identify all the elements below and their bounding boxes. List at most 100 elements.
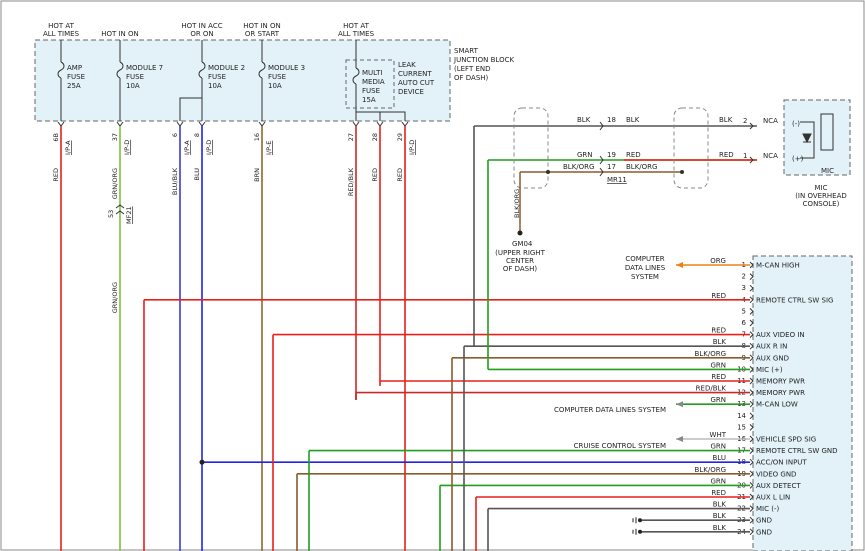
module2-fuse-label-2: FUSE [208,73,226,81]
power-header-5-line-2: ALL TIMES [338,30,375,38]
ext-ref-2: COMPUTER DATA LINES SYSTEM [554,406,666,414]
mic-polarity-pos: (+) [792,155,804,163]
mic-label-3: CONSOLE) [803,200,840,208]
module3-fuse-label-2: FUSE [268,73,286,81]
ext-ref-1-line-2: DATA LINES [625,264,666,272]
module-pin-number: 3 [742,284,746,292]
ground-wire-label: BLK/ORG [513,189,521,218]
mr11-row3-pin: 17 [607,163,616,171]
ext-ref-1-line-1: COMPUTER [625,255,664,263]
vertical-routing [143,126,489,551]
module-pin-row-2: 2 [742,273,754,281]
ext-arrow-icon [676,436,683,442]
mr11-row2-left: GRN [577,151,593,159]
mic-pin1-nca: NCA [763,152,778,160]
multimedia-fuse-icon [352,40,406,121]
power-header-3-line-1: HOT IN ACC [181,22,222,30]
power-header-5-line-1: HOT AT [343,22,370,30]
ext-arrow-icon [676,401,683,408]
shield-right [673,107,709,189]
shield-left [513,107,549,189]
module-pin-row-15: 15 [737,423,754,431]
module-pin-wire-color: GRN [710,477,726,485]
sjb-output-wire-label: GRN/ORG [111,168,119,199]
module2-fuse-label-1: MODULE 2 [208,64,245,72]
module-pin-wire-color: RED [711,489,726,497]
mr11-name: MR11 [607,176,627,184]
power-header-1-line-2: ALL TIMES [43,30,80,38]
ground-icon [517,230,523,236]
module-pin-rows: 1M-CAN HIGHORG234REMOTE CTRL SW SIGRED56… [143,126,838,551]
amp-fuse-label-3: 25A [67,82,81,90]
module-pin-row-5: 5 [742,307,754,315]
module-pin-wire-color: BLK/ORG [695,350,726,358]
ground-dot-icon [638,518,642,523]
module-pin-number: 5 [742,307,746,315]
module-pin-row-3: 3 [742,284,754,292]
amp-fuse-label-1: AMP [67,64,82,72]
smart-junction-block: SMART JUNCTION BLOCK (LEFT END OF DASH) … [34,22,514,122]
sjb-output-connector: I/P-A [183,140,191,155]
inline-connector-mf21: 53 MF21 [107,204,133,224]
module-pin-signal: M-CAN HIGH [756,262,800,270]
power-header-4-line-2: OR START [245,30,280,38]
sjb-title-1: SMART [454,47,479,55]
module-pin-signal: ACC/ON INPUT [756,459,807,467]
sjb-title-4: OF DASH) [454,74,489,82]
module-pin-wire-color: BLK [713,512,727,520]
module-pin-signal: AUX R IN [756,343,787,351]
mr11-row2-pin: 19 [607,151,616,159]
module-pin-wire-color: RED/BLK [696,385,727,393]
sjb-output-wire-label: BRN [253,168,261,182]
mic-wire-red: RED [719,151,734,159]
module3-fuse-label-1: MODULE 3 [268,64,305,72]
module-pin-wire-color: BLK [713,338,727,346]
module3-fuse-label-3: 10A [268,82,282,90]
sjb-output-pin: 6B [52,133,60,142]
mic-pin2: 2 [743,117,747,125]
multimedia-fuse-label-4: 15A [362,96,376,104]
module-pin-wire-color: BLK [713,524,727,532]
sjb-output-3: 6I/P-A BLU/BLK [171,121,191,551]
module-pin-signal: VEHICLE SPD SIG [756,436,816,444]
module-pin-wire-color: WHT [710,431,727,439]
module7-fuse-label-2: FUSE [126,73,144,81]
mic-polarity-neg: (-) [792,120,800,128]
module7-fuse-label-1: MODULE 7 [126,64,163,72]
module-pin-signal: MEMORY PWR [756,389,805,397]
module-pin-signal: REMOTE CTRL SW GND [756,447,838,455]
sjb-output-connector: I/P-D [205,140,213,155]
mic-component: MIC (-) (+) MIC (IN OVERHEAD CONSOLE) NC… [743,99,851,208]
sjb-output-pin: 8 [193,133,201,137]
sjb-title-2: JUNCTION BLOCK [453,56,514,64]
mr11-row1-left: BLK [577,116,591,124]
module-pin-signal: AUX L LIN [756,494,790,502]
module-box [752,255,853,551]
module-pin-signal: MEMORY PWR [756,378,805,386]
module-pin-wire-color: GRN [710,361,726,369]
power-header-2-line-1: HOT IN ON [101,30,139,38]
sjb-output-pin: 37 [111,133,119,141]
external-refs: COMPUTER DATA LINES SYSTEM COMPUTER DATA… [554,255,666,450]
module-pin-wire-color: GRN [710,396,726,404]
module-pin-row-14: 14 [737,412,754,420]
mic-element-icon [820,113,834,151]
module-pin-number: 15 [737,423,746,431]
sjb-output-wire-label: RED [371,168,379,182]
sjb-output-wire-label: BLU/BLK [171,167,179,195]
sjb-output-pin: 6 [171,133,179,137]
mr11-row2-right: RED [626,151,641,159]
leak-device-label-3: AUTO CUT [398,79,435,87]
